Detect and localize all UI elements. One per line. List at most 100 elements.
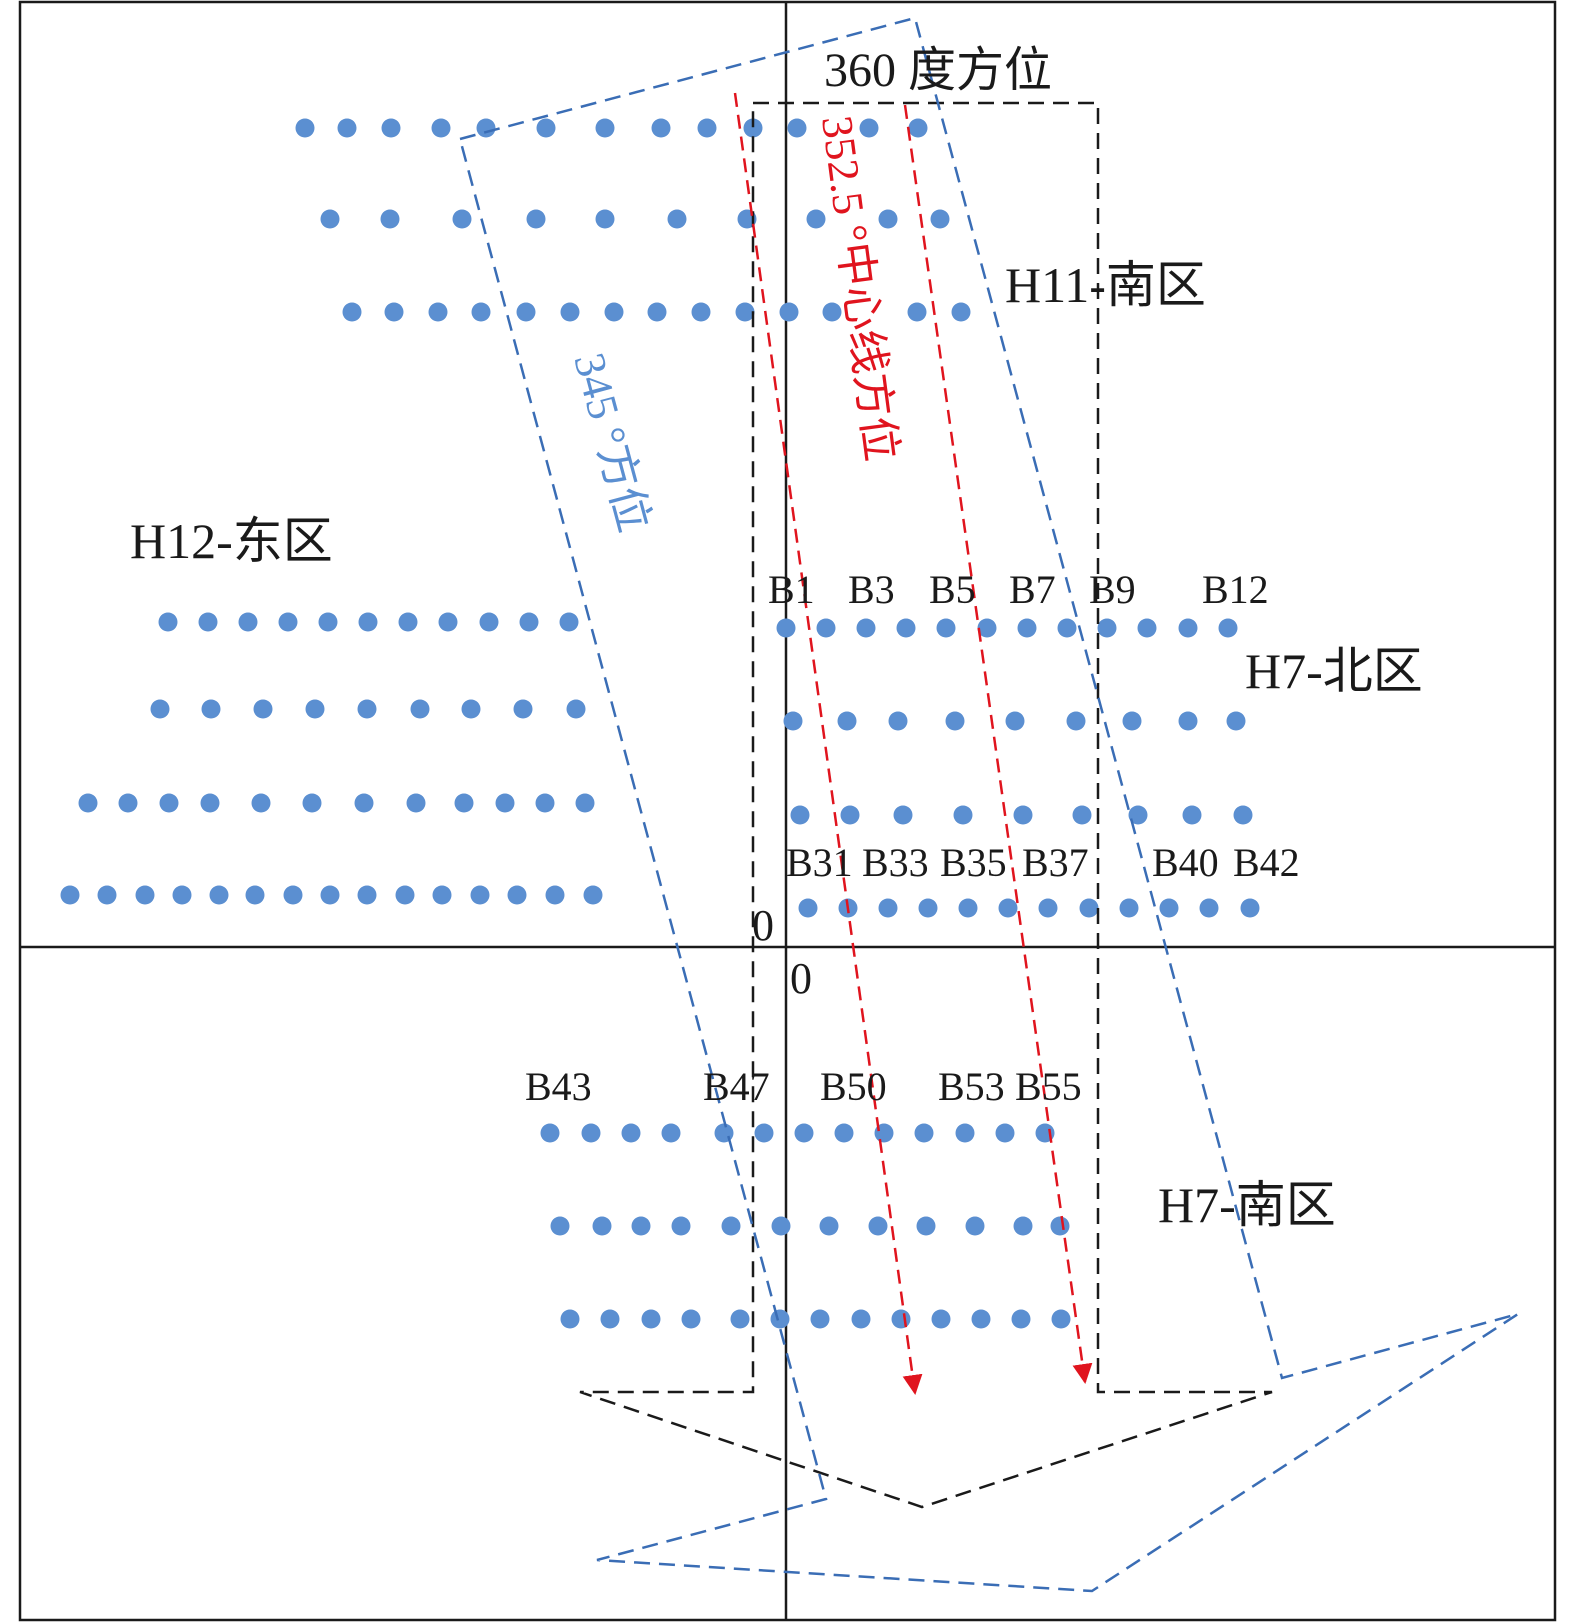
blast-hole-dot: [1005, 711, 1025, 731]
blast-hole-dot: [384, 302, 404, 322]
blast-hole-dot: [868, 1216, 888, 1236]
hole-label-b55: B55: [1015, 1064, 1082, 1109]
blast-hole-dot: [1013, 1216, 1033, 1236]
blast-hole-dot: [78, 793, 98, 813]
hole-label-b33: B33: [862, 840, 929, 885]
blast-hole-dot: [790, 805, 810, 825]
blast-hole-dot: [914, 1123, 934, 1143]
zone-label-h7-south: H7-南区: [1158, 1177, 1336, 1233]
blast-hole-dot: [342, 302, 362, 322]
blast-hole-dot: [172, 885, 192, 905]
blast-hole-dot: [1072, 805, 1092, 825]
blast-hole-dot: [201, 699, 221, 719]
blast-hole-dot: [893, 805, 913, 825]
blast-hole-dot: [998, 898, 1018, 918]
blast-hole-dot: [432, 885, 452, 905]
blast-hole-dot: [1128, 805, 1148, 825]
blast-hole-dot: [209, 885, 229, 905]
blast-hole-dot: [667, 209, 687, 229]
blast-hole-dot: [771, 1216, 791, 1236]
blast-hole-dot: [583, 885, 603, 905]
azimuth-345-outline: [458, 16, 1519, 1593]
blast-hole-dot: [398, 612, 418, 632]
centerline-arrow-right: [903, 104, 1093, 1384]
origin-label-upper: 0: [752, 901, 774, 950]
blast-hole-dot: [1178, 711, 1198, 731]
blast-hole-dot: [1013, 805, 1033, 825]
blast-hole-dot: [495, 793, 515, 813]
blast-hole-dot: [916, 1216, 936, 1236]
blast-hole-dot: [380, 209, 400, 229]
blast-hole-dot: [754, 1123, 774, 1143]
blast-hole-dot: [476, 118, 496, 138]
hole-label-b43: B43: [525, 1064, 592, 1109]
blast-hole-dot: [320, 209, 340, 229]
blast-hole-dot: [536, 118, 556, 138]
blast-hole-dot: [971, 1309, 991, 1329]
hole-label-b3: B3: [848, 567, 895, 612]
blast-hole-dot: [519, 612, 539, 632]
blast-hole-dot: [1017, 618, 1037, 638]
blast-hole-dot: [406, 793, 426, 813]
blast-hole-dot: [783, 711, 803, 731]
blast-hole-dot: [794, 1123, 814, 1143]
blast-hole-dot: [896, 618, 916, 638]
blast-hole-dot: [891, 1309, 911, 1329]
blast-hole-dot: [158, 612, 178, 632]
blast-hole-dot: [878, 898, 898, 918]
blast-hole-dot: [1178, 618, 1198, 638]
blast-hole-dot: [918, 898, 938, 918]
blast-hole-dot: [798, 898, 818, 918]
blast-hole-dot: [354, 793, 374, 813]
blast-hole-dot: [357, 885, 377, 905]
hole-label-b50: B50: [820, 1064, 887, 1109]
blast-hole-dot: [671, 1216, 691, 1236]
blast-hole-dot: [714, 1123, 734, 1143]
blast-hole-dot: [159, 793, 179, 813]
zone-label-h7-north: H7-北区: [1245, 643, 1423, 699]
blast-hole-dot: [535, 793, 555, 813]
blast-hole-dot: [931, 1309, 951, 1329]
hole-label-b35: B35: [940, 840, 1007, 885]
zone-label-h11-south: H11-南区: [1005, 257, 1206, 313]
blast-hole-dot: [837, 711, 857, 731]
blast-hole-dot: [438, 612, 458, 632]
blast-hole-dot: [776, 618, 796, 638]
blast-hole-dot: [550, 1216, 570, 1236]
blast-hole-dot: [135, 885, 155, 905]
blast-hole-dot: [661, 1123, 681, 1143]
blast-hole-dot: [995, 1123, 1015, 1143]
blast-hole-dot: [787, 118, 807, 138]
blast-hole-dot: [516, 302, 536, 322]
blast-hole-dot: [358, 612, 378, 632]
blast-hole-dot: [1218, 618, 1238, 638]
blast-hole-dot: [295, 118, 315, 138]
blast-hole-dot: [1051, 1309, 1071, 1329]
blast-hole-dot: [507, 885, 527, 905]
blast-hole-dot: [470, 885, 490, 905]
blast-hole-dot: [770, 1309, 790, 1329]
blast-hole-dot: [595, 209, 615, 229]
blast-hole-dot: [1079, 898, 1099, 918]
hole-label-b5: B5: [929, 567, 976, 612]
blast-hole-dot: [1050, 1216, 1070, 1236]
blast-hole-dot: [253, 699, 273, 719]
hole-label-b7: B7: [1009, 567, 1056, 612]
hole-label-b1: B1: [768, 567, 815, 612]
blast-hole-dot: [540, 1123, 560, 1143]
blast-hole-dot: [278, 612, 298, 632]
blast-hole-dot: [1122, 711, 1142, 731]
blast-hole-dot: [651, 118, 671, 138]
blast-hole-dot: [1226, 711, 1246, 731]
centerline-3525-label: 352.5 °中心线方位: [812, 113, 906, 464]
blast-hole-dot: [395, 885, 415, 905]
blast-hole-dot: [735, 302, 755, 322]
blast-hole-dot: [951, 302, 971, 322]
blast-hole-dot: [1011, 1309, 1031, 1329]
blast-hole-dot: [1119, 898, 1139, 918]
blast-hole-dot: [595, 118, 615, 138]
blast-hole-dot: [410, 699, 430, 719]
blast-hole-dot: [631, 1216, 651, 1236]
blast-hole-dot: [908, 118, 928, 138]
